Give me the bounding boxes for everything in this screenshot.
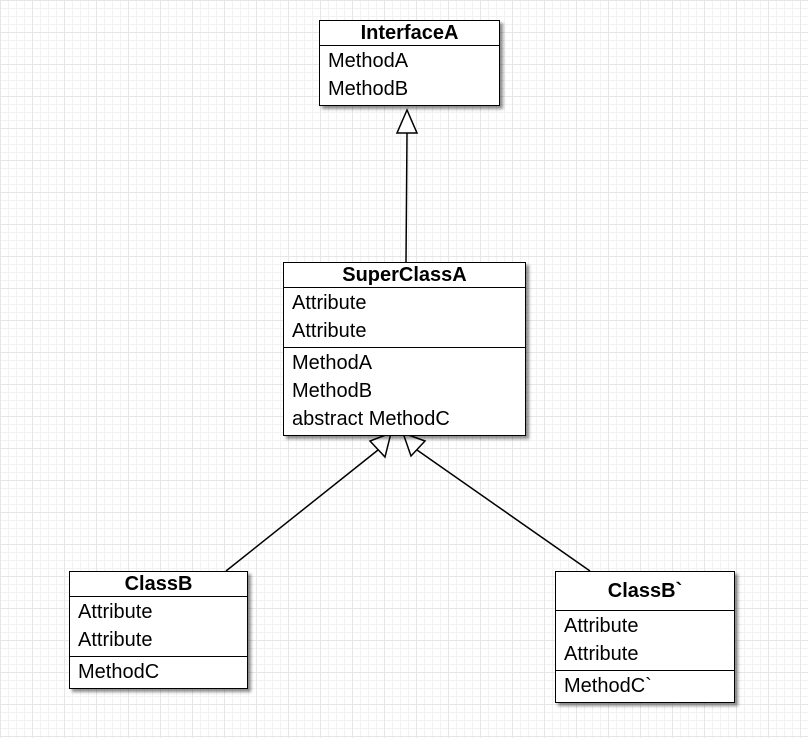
- methods-section: MethodC`: [556, 671, 734, 702]
- class-box-classb-prime[interactable]: ClassB` Attribute Attribute MethodC`: [555, 571, 735, 703]
- method-row: MethodB: [292, 380, 373, 402]
- class-name: ClassB: [70, 572, 247, 597]
- class-name: SuperClassA: [284, 263, 525, 288]
- method-row: MethodC`: [564, 675, 652, 697]
- edge-superclassa-to-interfacea: [405, 132, 408, 263]
- inheritance-arrowhead-interfacea: [395, 108, 419, 134]
- methods-section: MethodA MethodB abstract MethodC: [284, 348, 525, 435]
- class-name: InterfaceA: [320, 21, 499, 46]
- edge-classb-prime-to-superclassa: [416, 449, 591, 572]
- attribute-row: Attribute: [292, 292, 367, 314]
- inheritance-arrowhead-from-classb-prime: [401, 431, 427, 458]
- class-name: ClassB`: [556, 572, 734, 611]
- class-box-classb[interactable]: ClassB Attribute Attribute MethodC: [69, 571, 248, 689]
- methods-section: MethodC: [70, 657, 247, 688]
- attributes-section: Attribute Attribute: [70, 597, 247, 657]
- attributes-section: Attribute Attribute: [284, 288, 525, 348]
- attribute-row: Attribute: [564, 615, 639, 637]
- attribute-row: Attribute: [292, 320, 367, 342]
- attribute-row: Attribute: [78, 601, 153, 623]
- attribute-row: Attribute: [564, 643, 639, 665]
- method-row: MethodA: [292, 352, 373, 374]
- inheritance-arrowhead-from-classb: [368, 431, 393, 459]
- edge-classb-to-superclassa: [225, 449, 379, 572]
- attributes-section: Attribute Attribute: [556, 611, 734, 671]
- method-row: MethodA: [328, 50, 409, 72]
- method-row: MethodC: [78, 661, 160, 683]
- method-row: abstract MethodC: [292, 408, 450, 430]
- methods-section: MethodA MethodB: [320, 46, 499, 105]
- method-row: MethodB: [328, 78, 409, 100]
- class-box-superclassa[interactable]: SuperClassA Attribute Attribute MethodA …: [283, 262, 526, 436]
- attribute-row: Attribute: [78, 629, 153, 651]
- class-box-interfacea[interactable]: InterfaceA MethodA MethodB: [319, 20, 500, 106]
